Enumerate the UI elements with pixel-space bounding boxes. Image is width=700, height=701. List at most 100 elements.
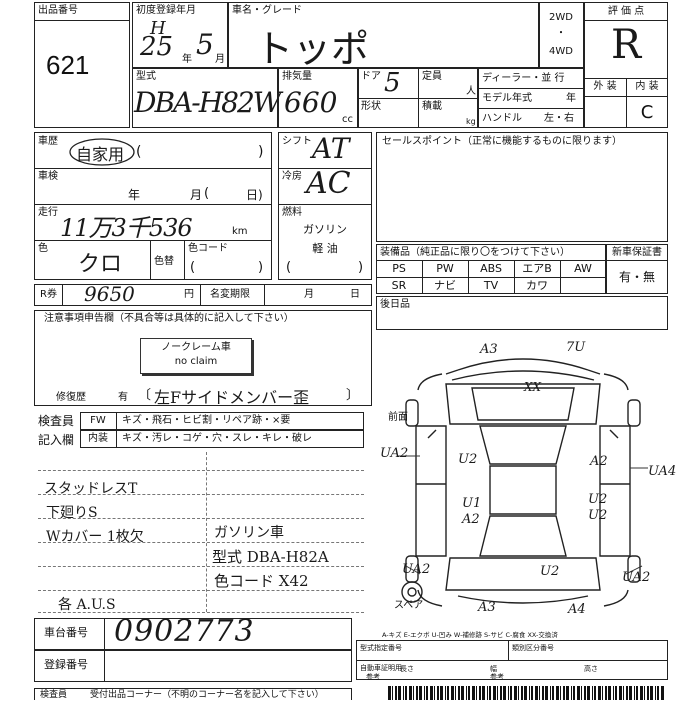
color-code-paren-open: ( bbox=[190, 260, 196, 275]
handle-label: ハンドル bbox=[482, 113, 522, 124]
barcode-bar bbox=[508, 686, 509, 700]
model-year-label: モデル年式 bbox=[482, 93, 532, 104]
model-box bbox=[132, 68, 278, 128]
category: 類別区分番号 bbox=[512, 644, 554, 652]
bottom-note: 受付出品コーナー（不明のコーナー名を記入して下さい） bbox=[90, 690, 324, 700]
fuel-paren-open: ( bbox=[286, 260, 292, 275]
barcode-bar bbox=[623, 686, 624, 700]
barcode-bar bbox=[405, 686, 407, 700]
barcode-bar bbox=[608, 686, 611, 700]
barcode-bar bbox=[447, 686, 449, 700]
barcode-bar bbox=[487, 686, 488, 700]
notes-box bbox=[34, 310, 372, 406]
barcode-bar bbox=[426, 686, 428, 700]
inspection-label: 車検 bbox=[38, 171, 58, 182]
mark-a4-bottom: A4 bbox=[568, 602, 586, 617]
displacement-box bbox=[278, 68, 358, 128]
reg-label: 登録番号 bbox=[44, 658, 88, 671]
barcode-bar bbox=[636, 686, 638, 700]
fuel-paren-close: ) bbox=[358, 260, 364, 275]
warranty-box bbox=[606, 244, 668, 294]
exterior-label: 外 装 bbox=[593, 81, 617, 92]
interior-row-label: 内装 bbox=[88, 433, 108, 444]
size-label: 自動車証明用 bbox=[360, 664, 402, 672]
mark-ua4: UA4 bbox=[648, 464, 677, 479]
first-reg-value: 25 bbox=[140, 32, 174, 62]
barcode-bar bbox=[594, 686, 596, 700]
mark-a2-right: A2 bbox=[590, 454, 608, 469]
color-value: クロ bbox=[78, 252, 123, 277]
barcode-bar bbox=[592, 686, 593, 700]
mark-left-side: UA2 bbox=[380, 446, 409, 461]
barcode-bar bbox=[545, 686, 548, 700]
car-diagram bbox=[398, 358, 648, 607]
length-label: 長さ bbox=[400, 665, 414, 673]
barcode-bar bbox=[524, 686, 527, 700]
barcode-bar bbox=[661, 686, 664, 700]
first-reg-month: 5 bbox=[196, 28, 214, 61]
barcode-bar bbox=[445, 686, 446, 700]
displacement-value: 660 bbox=[284, 86, 338, 119]
barcode-bar bbox=[416, 686, 418, 700]
fuel-gasoline: ガソリン bbox=[303, 223, 347, 236]
mark-ua2-bottom-right: UA2 bbox=[622, 570, 651, 585]
eval-value: R bbox=[610, 22, 642, 68]
mark-top-left: A3 bbox=[480, 342, 498, 357]
drive-4wd: 4WD bbox=[549, 46, 573, 57]
width-label: 幅 bbox=[490, 665, 497, 673]
barcode-bar bbox=[566, 686, 569, 700]
barcode-bar bbox=[535, 686, 538, 700]
barcode-bar bbox=[466, 686, 467, 700]
remark-right3: 色コード X42 bbox=[214, 572, 309, 590]
fuel-diesel: 軽 油 bbox=[312, 242, 338, 255]
history-circle bbox=[69, 138, 135, 166]
repair-label: 修復歴 bbox=[56, 392, 86, 403]
stamp-line2: no claim bbox=[174, 356, 218, 367]
recycle-label: R券 bbox=[40, 289, 57, 300]
barcode-bar bbox=[615, 686, 617, 700]
repair-note: 左Fサイドメンバー歪 bbox=[154, 388, 310, 407]
inspection-month: 月 bbox=[190, 188, 203, 202]
recycle-value: 9650 bbox=[84, 282, 135, 306]
barcode-bar bbox=[479, 686, 481, 700]
name-change-month: 月 bbox=[304, 289, 314, 300]
mark-u1: U1 bbox=[462, 496, 482, 511]
barcode-bar bbox=[500, 686, 502, 700]
handle-value: 左・右 bbox=[544, 113, 574, 124]
inspector-label: 検査員 bbox=[38, 414, 75, 428]
barcode-bar bbox=[619, 686, 622, 700]
fw-label: FW bbox=[90, 415, 106, 426]
equip-tv: TV bbox=[483, 279, 499, 292]
model-value: DBA-H82W bbox=[134, 86, 282, 119]
barcode-bar bbox=[458, 686, 460, 700]
barcode-bar bbox=[482, 686, 485, 700]
remark-line4: 各 A.U.S bbox=[58, 597, 116, 613]
capacity-unit: 人 bbox=[466, 86, 476, 97]
load-unit: kg bbox=[466, 117, 476, 126]
notes-label: 注意事項申告欄（不具合等は具体的に記入して下さい） bbox=[44, 313, 294, 324]
sales-points-box bbox=[376, 132, 668, 242]
displacement-unit: cc bbox=[342, 114, 353, 125]
repair-paren-close: 〕 bbox=[346, 388, 360, 403]
equip-leather: カワ bbox=[526, 279, 548, 292]
color-label: 色 bbox=[38, 243, 48, 254]
name-change-label: 名変期限 bbox=[210, 289, 250, 300]
reference2: 参考 bbox=[490, 673, 504, 681]
front-label: 前面 bbox=[388, 412, 408, 423]
barcode bbox=[388, 686, 664, 700]
fuel-label: 燃料 bbox=[282, 207, 302, 218]
barcode-bar bbox=[388, 686, 391, 700]
dealer-label: ディーラー・並 行 bbox=[482, 73, 565, 84]
barcode-bar bbox=[451, 686, 454, 700]
bottom-label: 検査員 bbox=[40, 690, 68, 700]
interior-label: 内 装 bbox=[635, 81, 659, 92]
drive-2wd: 2WD bbox=[549, 12, 573, 23]
later-label: 後日品 bbox=[380, 299, 410, 310]
barcode-bar bbox=[602, 686, 603, 700]
ac-value: AC bbox=[306, 166, 351, 201]
barcode-bar bbox=[556, 686, 559, 700]
interior-value: C bbox=[640, 102, 654, 123]
model-label: 型式 bbox=[136, 71, 156, 82]
inspection-day: 日) bbox=[246, 188, 263, 202]
barcode-bar bbox=[489, 686, 491, 700]
